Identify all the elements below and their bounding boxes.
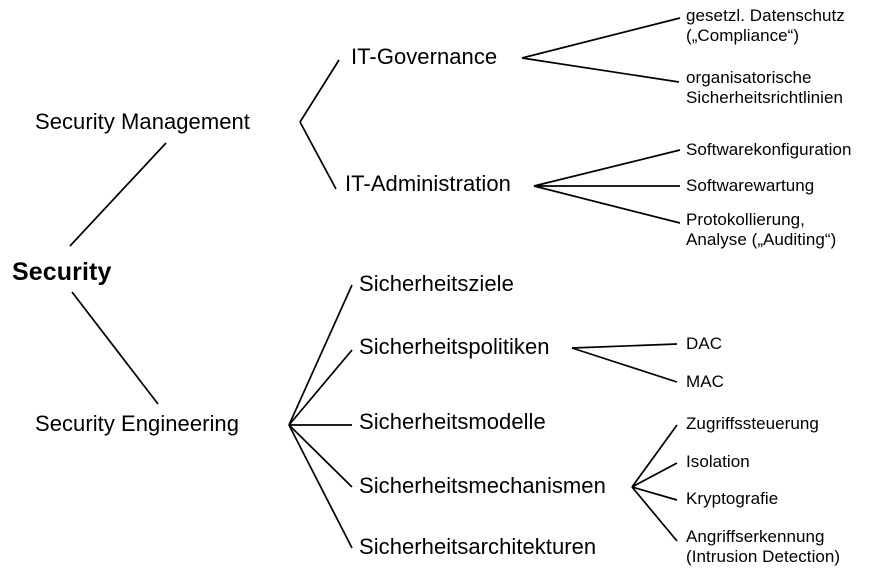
node-sicherheitsmodelle-line-1: Sicherheitsmodelle — [359, 409, 546, 434]
node-zugriffssteuerung-line-1: Zugriffssteuerung — [686, 414, 819, 433]
node-sicherheitsarchitekturen-line-1: Sicherheitsarchitekturen — [359, 534, 597, 559]
node-sicherheitsziele-line-1: Sicherheitsziele — [359, 271, 514, 296]
node-gesetzl-datenschutz-line-1: gesetzl. Datenschutz — [686, 6, 845, 25]
node-security[interactable]: Security — [12, 258, 111, 287]
node-protokollierung-analyse-line-2: Analyse („Auditing“) — [686, 229, 837, 249]
edge-it-administration-to-protokollierung — [533, 185, 681, 224]
node-it-governance-line-1: IT-Governance — [351, 44, 498, 69]
node-security-management[interactable]: Security Management — [35, 109, 250, 135]
node-gesetzl-datenschutz[interactable]: gesetzl. Datenschutz(„Compliance“) — [686, 6, 845, 45]
edge-security-management-to-it-governance — [299, 59, 340, 123]
node-isolation[interactable]: Isolation — [686, 452, 750, 472]
edge-sicherheitsmechanismen-to-kryptografie — [631, 486, 678, 501]
node-softwarekonfiguration-line-1: Softwarekonfiguration — [686, 140, 852, 159]
node-kryptografie-line-1: Kryptografie — [686, 489, 779, 508]
edge-sicherheitspolitiken-to-dac — [571, 343, 678, 349]
node-angriffserkennung-line-2: (Intrusion Detection) — [686, 546, 841, 566]
edge-security-engineering-to-sicherheitspolitiken — [288, 349, 353, 426]
edge-sicherheitsmechanismen-to-zugriffssteuerung — [631, 424, 678, 488]
edge-sicherheitsmechanismen-to-angriffserkennung — [631, 486, 678, 542]
node-sicherheitsmodelle[interactable]: Sicherheitsmodelle — [359, 409, 546, 435]
edge-it-governance-to-gesetzl-datenschutz — [521, 17, 681, 59]
node-angriffserkennung-line-1: Angriffserkennung — [686, 527, 825, 546]
edge-security-to-security-engineering — [71, 291, 159, 405]
node-security-engineering[interactable]: Security Engineering — [35, 411, 239, 437]
node-security-management-line-1: Security Management — [35, 109, 250, 134]
node-sicherheitsmechanismen-line-1: Sicherheitsmechanismen — [359, 473, 606, 498]
node-security-line-1: Security — [12, 258, 112, 286]
node-dac[interactable]: DAC — [686, 334, 722, 354]
node-kryptografie[interactable]: Kryptografie — [686, 489, 778, 509]
node-protokollierung-analyse[interactable]: Protokollierung,Analyse („Auditing“) — [686, 210, 836, 249]
node-zugriffssteuerung[interactable]: Zugriffssteuerung — [686, 414, 819, 434]
node-it-administration-line-1: IT-Administration — [345, 171, 511, 196]
edge-security-management-to-it-administration — [299, 121, 337, 190]
edge-security-engineering-to-sicherheitsziele — [288, 284, 353, 426]
edge-it-governance-to-organisatorische — [521, 57, 680, 83]
edge-sicherheitsmechanismen-to-isolation — [631, 462, 678, 488]
node-sicherheitsziele[interactable]: Sicherheitsziele — [359, 271, 514, 297]
node-gesetzl-datenschutz-line-2: („Compliance“) — [686, 25, 800, 45]
node-mac-line-1: MAC — [686, 372, 724, 391]
node-softwarewartung-line-1: Softwarewartung — [686, 176, 815, 195]
edge-security-engineering-to-sicherheitsmechanismen — [288, 424, 353, 488]
node-softwarekonfiguration[interactable]: Softwarekonfiguration — [686, 140, 851, 160]
node-softwarewartung[interactable]: Softwarewartung — [686, 176, 814, 196]
edge-it-administration-to-softwarekonfiguration — [533, 149, 681, 187]
node-organisatorische-sicherheitsrichtlinien-line-1: organisatorische — [686, 68, 812, 87]
node-sicherheitspolitiken[interactable]: Sicherheitspolitiken — [359, 334, 550, 360]
node-mac[interactable]: MAC — [686, 372, 724, 392]
node-isolation-line-1: Isolation — [686, 452, 750, 471]
node-protokollierung-analyse-line-1: Protokollierung, — [686, 210, 805, 229]
edge-security-to-security-management — [69, 142, 167, 247]
edge-security-engineering-to-sicherheitsarchitekturen — [288, 424, 353, 549]
node-sicherheitsarchitekturen[interactable]: Sicherheitsarchitekturen — [359, 534, 596, 560]
node-security-engineering-line-1: Security Engineering — [35, 411, 240, 436]
node-it-governance[interactable]: IT-Governance — [351, 44, 497, 70]
node-dac-line-1: DAC — [686, 334, 723, 353]
node-sicherheitsmechanismen[interactable]: Sicherheitsmechanismen — [359, 473, 606, 499]
node-organisatorische-sicherheitsrichtlinien-line-2: Sicherheitsrichtlinien — [686, 87, 844, 107]
node-angriffserkennung[interactable]: Angriffserkennung(Intrusion Detection) — [686, 527, 840, 566]
node-sicherheitspolitiken-line-1: Sicherheitspolitiken — [359, 334, 550, 359]
node-it-administration[interactable]: IT-Administration — [345, 171, 511, 197]
edge-sicherheitspolitiken-to-mac — [571, 347, 678, 383]
